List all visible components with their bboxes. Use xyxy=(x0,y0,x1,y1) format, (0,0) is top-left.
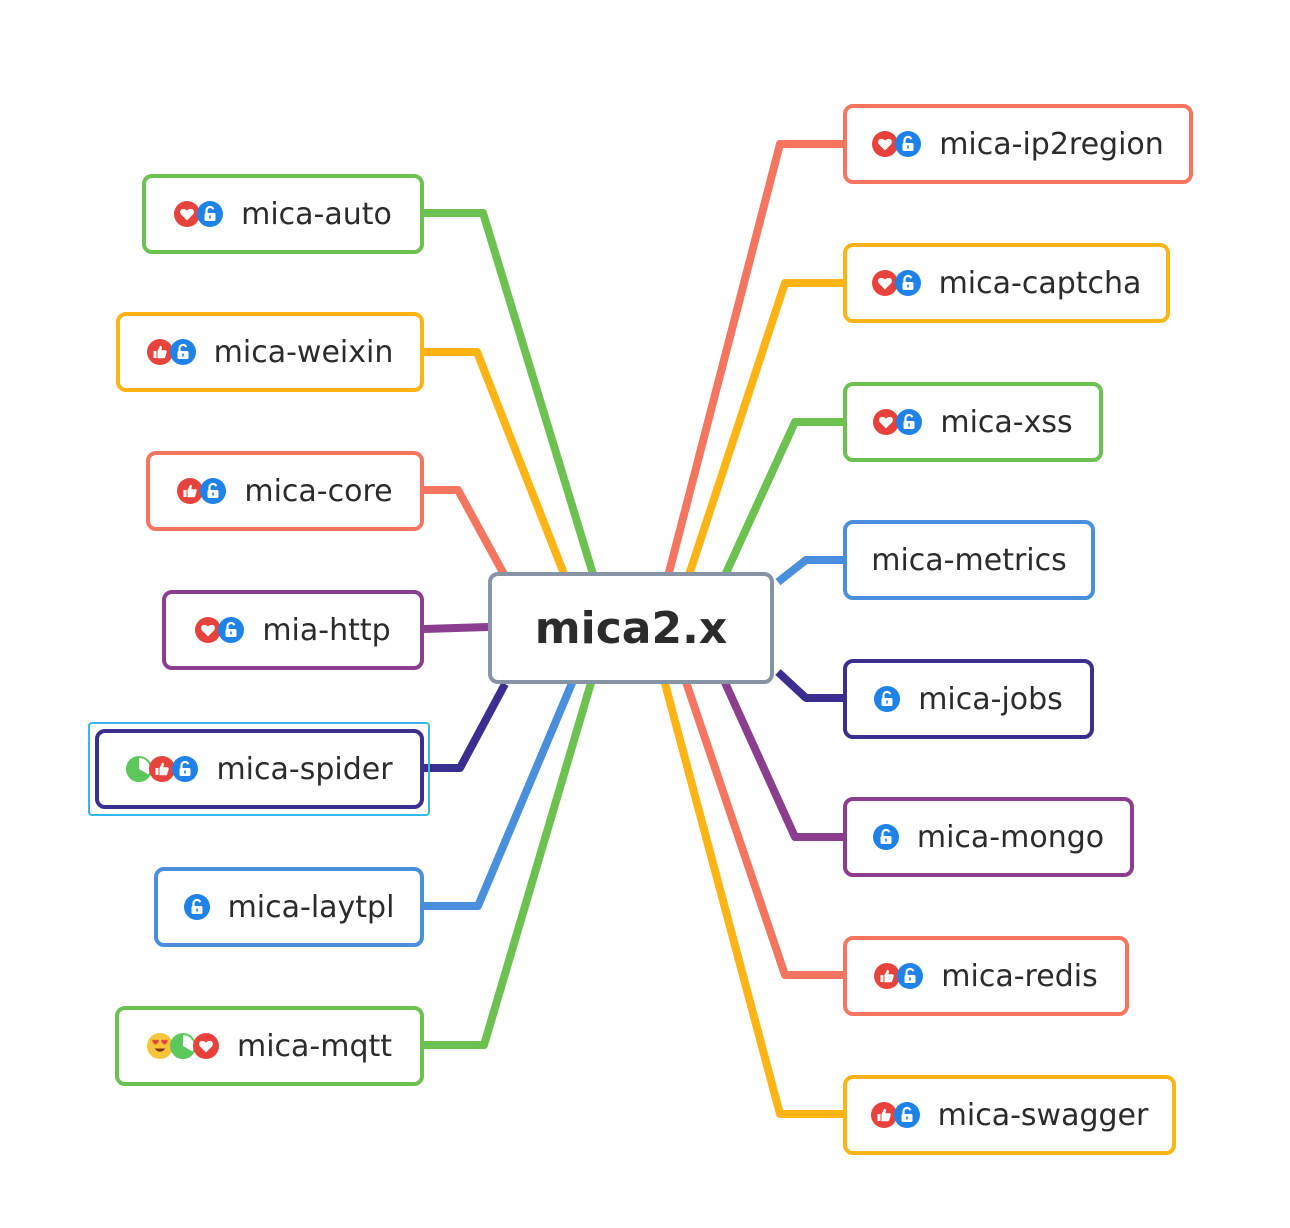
connector-line xyxy=(659,674,843,1118)
node-marker-icons xyxy=(146,339,196,365)
heart-icon xyxy=(192,1033,219,1059)
lock-icon xyxy=(200,478,227,504)
node-marker-icons xyxy=(870,1102,920,1128)
heart-eyes-emoji-icon xyxy=(146,1033,173,1059)
topic-node-mica-spider[interactable]: mica-spider xyxy=(95,729,424,809)
lock-icon xyxy=(197,201,224,227)
topic-node-mica-auto[interactable]: mica-auto xyxy=(142,174,424,254)
topic-node-mica-redis[interactable]: mica-redis xyxy=(843,936,1129,1016)
connector-line xyxy=(662,140,843,586)
topic-node-mica-weixin[interactable]: mica-weixin xyxy=(116,312,424,392)
node-marker-icons xyxy=(195,617,245,643)
lock-icon xyxy=(897,963,924,989)
thumbs-up-icon xyxy=(149,756,176,782)
connector-line xyxy=(718,674,843,841)
connector-line xyxy=(424,486,510,580)
connector-line xyxy=(424,209,600,586)
topic-node-label: mica-laytpl xyxy=(227,889,395,925)
central-topic[interactable]: mica2.x xyxy=(488,572,774,684)
connector-line xyxy=(775,556,843,586)
topic-node-label: mica-spider xyxy=(216,751,393,787)
topic-node-label: mica-metrics xyxy=(871,542,1067,578)
node-marker-icons xyxy=(873,409,923,435)
lock-icon xyxy=(183,894,210,920)
node-marker-icons xyxy=(174,201,224,227)
connector-line xyxy=(680,674,843,979)
topic-node-label: mica-mqtt xyxy=(236,1028,393,1064)
node-marker-icons xyxy=(872,824,899,850)
thumbs-up-icon xyxy=(146,339,173,365)
connector-line xyxy=(424,674,579,910)
lock-icon xyxy=(895,131,922,157)
lock-icon xyxy=(169,339,196,365)
progress-pie-icon xyxy=(126,756,153,782)
lock-icon xyxy=(874,686,901,712)
heart-icon xyxy=(195,617,222,643)
selection-highlight xyxy=(88,722,430,816)
topic-node-label: mica-jobs xyxy=(918,681,1063,717)
connector-line xyxy=(775,669,843,702)
topic-node-mica-metrics[interactable]: mica-metrics xyxy=(843,520,1095,600)
topic-node-mica-core[interactable]: mica-core xyxy=(146,451,424,531)
topic-node-mica-swagger[interactable]: mica-swagger xyxy=(843,1075,1176,1155)
topic-node-mica-mqtt[interactable]: mica-mqtt xyxy=(115,1006,424,1086)
lock-icon xyxy=(872,824,899,850)
node-marker-icons xyxy=(872,131,922,157)
node-marker-icons xyxy=(874,686,901,712)
topic-node-label: mica-ip2region xyxy=(939,126,1164,162)
node-marker-icons xyxy=(183,894,210,920)
thumbs-up-icon xyxy=(874,963,901,989)
node-marker-icons xyxy=(146,1033,219,1059)
node-marker-icons xyxy=(874,963,924,989)
central-topic-label: mica2.x xyxy=(534,602,728,654)
lock-icon xyxy=(894,270,921,296)
topic-node-mica-ip2region[interactable]: mica-ip2region xyxy=(843,104,1193,184)
topic-node-label: mica-core xyxy=(244,473,393,509)
topic-node-label: mia-http xyxy=(262,612,391,648)
connector-line xyxy=(423,623,489,633)
lock-icon xyxy=(172,756,199,782)
topic-node-label: mica-captcha xyxy=(938,265,1142,301)
lock-icon xyxy=(893,1102,920,1128)
connector-line xyxy=(717,418,843,586)
thumbs-up-icon xyxy=(870,1102,897,1128)
topic-node-mica-jobs[interactable]: mica-jobs xyxy=(843,659,1094,739)
progress-pie-icon xyxy=(169,1033,196,1059)
topic-node-mica-captcha[interactable]: mica-captcha xyxy=(843,243,1170,323)
node-marker-icons xyxy=(177,478,227,504)
node-marker-icons xyxy=(871,270,921,296)
topic-node-mica-laytpl[interactable]: mica-laytpl xyxy=(154,867,424,947)
lock-icon xyxy=(218,617,245,643)
thumbs-up-icon xyxy=(177,478,204,504)
topic-node-mia-http[interactable]: mia-http xyxy=(162,590,424,670)
connector-line xyxy=(682,279,843,586)
heart-icon xyxy=(872,131,899,157)
lock-icon xyxy=(896,409,923,435)
topic-node-label: mica-weixin xyxy=(213,334,394,370)
topic-node-mica-xss[interactable]: mica-xss xyxy=(843,382,1103,462)
topic-node-label: mica-redis xyxy=(941,958,1098,994)
connector-line xyxy=(424,348,572,586)
topic-node-mica-mongo[interactable]: mica-mongo xyxy=(843,797,1134,877)
topic-node-label: mica-mongo xyxy=(916,819,1105,855)
connector-line xyxy=(424,674,597,1049)
heart-icon xyxy=(174,201,201,227)
topic-node-label: mica-xss xyxy=(940,404,1073,440)
heart-icon xyxy=(871,270,898,296)
connector-line xyxy=(424,682,509,772)
node-marker-icons xyxy=(126,756,199,782)
topic-node-label: mica-auto xyxy=(241,196,392,232)
heart-icon xyxy=(873,409,900,435)
topic-node-label: mica-swagger xyxy=(937,1097,1149,1133)
